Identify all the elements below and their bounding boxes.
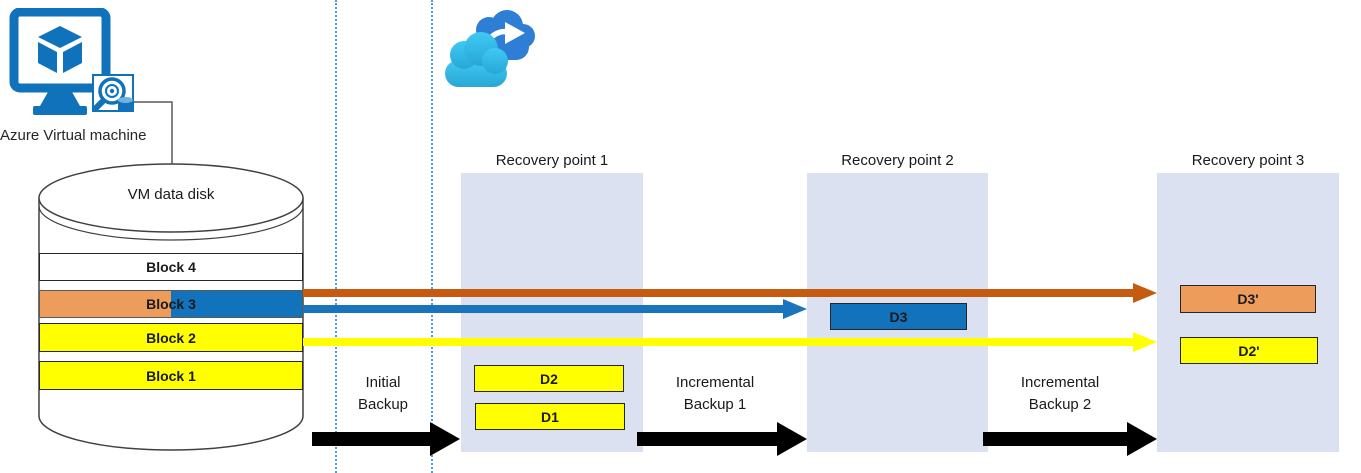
- disk-block-3-blue-segment: [171, 291, 302, 317]
- incremental-backup-2-arrow-shaft: [983, 432, 1127, 446]
- disk-block-2-label: Block 2: [146, 329, 196, 346]
- incremental-backup-1-label: Incremental Backup 1: [630, 372, 800, 416]
- incremental-backup-2-label-line1: Incremental: [1020, 374, 1100, 391]
- disk-block-3-orange-segment: [40, 291, 171, 317]
- rp3-block-d3-prime: D3': [1180, 285, 1316, 313]
- incremental-backup-1-label-line1: Incremental: [675, 374, 755, 391]
- recovery-point-2-box: D3: [807, 173, 988, 452]
- orange-arrow-head: [1133, 283, 1157, 303]
- rp1-block-d1: D1: [475, 403, 625, 430]
- vm-to-disk-connector: [130, 101, 173, 166]
- disk-block-3-label: Block 3: [146, 296, 196, 312]
- front-cloud: [445, 32, 508, 87]
- rp3-block-d2-prime: D2': [1180, 337, 1318, 364]
- orange-arrow-shaft-block3-to-rp3: [303, 289, 1133, 297]
- recovery-point-3-box: D3' D2': [1157, 173, 1339, 452]
- dotted-separator-line-left: [335, 0, 337, 473]
- azure-backup-cloud-icon: [445, 10, 535, 87]
- incremental-backup-1-label-line2: Backup 1: [683, 396, 747, 413]
- rp2-block-d3-label: D3: [889, 308, 908, 325]
- rp1-block-d2: D2: [474, 365, 624, 392]
- disk-block-1: Block 1: [39, 361, 303, 390]
- dotted-separator-line-right: [431, 0, 433, 473]
- disk-block-1-label: Block 1: [146, 367, 196, 384]
- initial-backup-label-line1: Initial: [365, 374, 401, 391]
- disk-block-4-label: Block 4: [146, 259, 196, 275]
- incremental-backup-2-label-line2: Backup 2: [1028, 396, 1092, 413]
- initial-backup-label: Initial Backup: [335, 372, 431, 416]
- rp3-block-d2-prime-label: D2': [1238, 342, 1260, 359]
- incremental-backup-2-label: Incremental Backup 2: [985, 372, 1135, 416]
- blue-arrow-shaft-block3-to-rp2: [303, 305, 783, 313]
- blue-arrow-head: [783, 299, 807, 319]
- recovery-point-2-title: Recovery point 2: [841, 152, 954, 169]
- rp1-block-d1-label: D1: [541, 408, 559, 425]
- yellow-arrow-head: [1133, 332, 1157, 352]
- incremental-backup-1-arrow-shaft: [637, 432, 777, 446]
- incremental-backup-1-arrow-head: [777, 422, 807, 456]
- yellow-arrow-shaft-block2-to-rp3: [303, 338, 1133, 346]
- disk-block-2: Block 2: [39, 323, 303, 352]
- disk-magnifier-icon: [92, 74, 134, 112]
- rp1-block-d2-label: D2: [540, 370, 558, 387]
- initial-backup-arrow-head: [430, 422, 460, 456]
- azure-vm-icon: [9, 8, 134, 115]
- recovery-point-3-title: Recovery point 3: [1191, 152, 1305, 169]
- recovery-point-1-title: Recovery point 1: [495, 152, 609, 169]
- initial-backup-label-line2: Backup: [357, 396, 409, 413]
- disk-title: VM data disk: [127, 186, 215, 203]
- rp2-block-d3: D3: [830, 303, 967, 330]
- rp3-block-d3-prime-label: D3': [1237, 291, 1259, 307]
- disk-block-4: Block 4: [39, 253, 303, 281]
- incremental-backup-2-arrow-head: [1127, 422, 1157, 456]
- vm-label: Azure Virtual machine: [0, 127, 147, 144]
- initial-backup-arrow-shaft: [312, 432, 430, 446]
- disk-block-3: Block 3: [39, 290, 303, 318]
